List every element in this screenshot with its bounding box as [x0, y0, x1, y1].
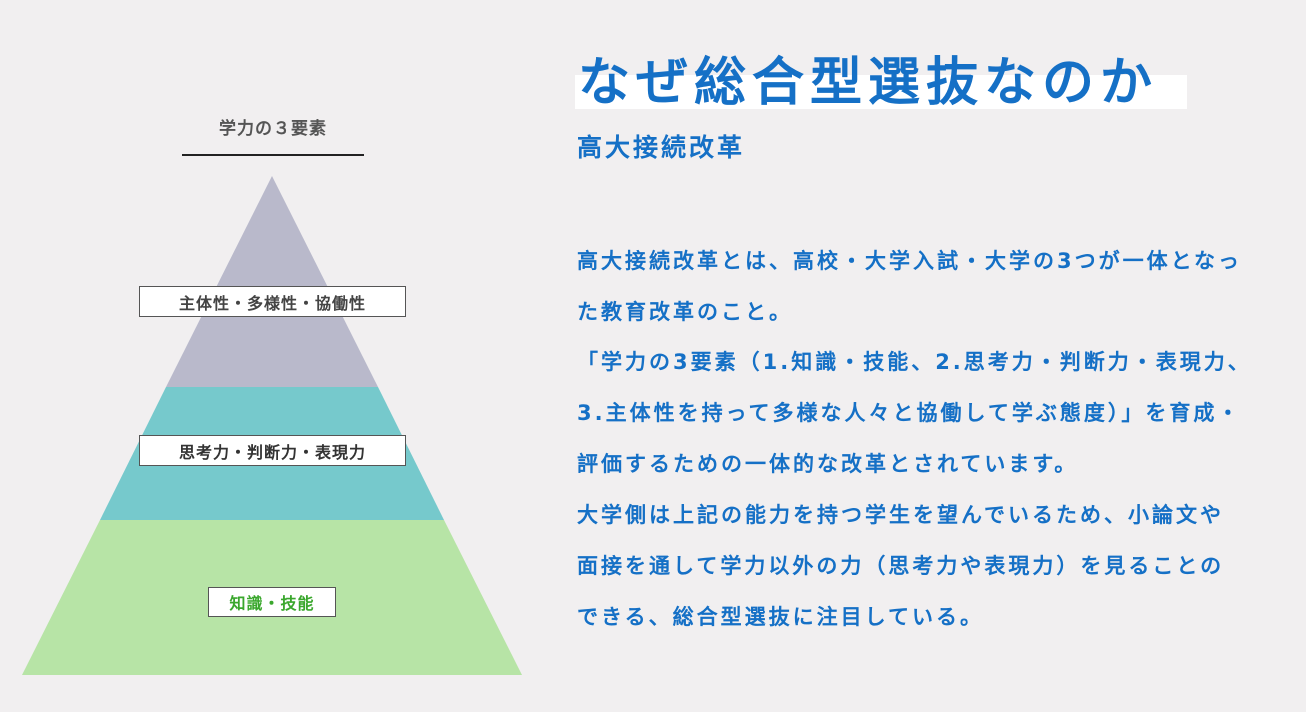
body-line: 3.主体性を持って多様な人々と協働して学ぶ態度）」を育成・	[577, 401, 1242, 425]
body-line: 面接を通して学力以外の力（思考力や表現力）を見ることの	[577, 554, 1225, 578]
body-line: 評価するための一体的な改革とされています。	[577, 452, 1079, 476]
body-line: 高大接続改革とは、高校・大学入試・大学の3つが一体となっ	[577, 249, 1242, 273]
pyramid-label-middle: 思考力・判断力・表現力	[139, 435, 406, 466]
page-title: なぜ総合型選抜なのか	[578, 53, 1159, 113]
body-line: 「学力の3要素（1.知識・技能、2.思考力・判断力・表現力、	[577, 350, 1252, 374]
pyramid-title-underline	[182, 154, 364, 156]
pyramid-label-bottom: 知識・技能	[208, 587, 336, 617]
pyramid-level-top	[166, 176, 378, 387]
body-line: できる、総合型選抜に注目している。	[577, 605, 984, 629]
pyramid-title: 学力の３要素	[219, 119, 327, 139]
section-subtitle: 高大接続改革	[577, 133, 746, 162]
pyramid-label-top: 主体性・多様性・協働性	[139, 286, 406, 317]
body-line: 大学側は上記の能力を持つ学生を望んでいるため、小論文や	[577, 503, 1224, 527]
body-line: た教育改革のこと。	[577, 300, 793, 324]
title-highlight	[575, 75, 1187, 109]
